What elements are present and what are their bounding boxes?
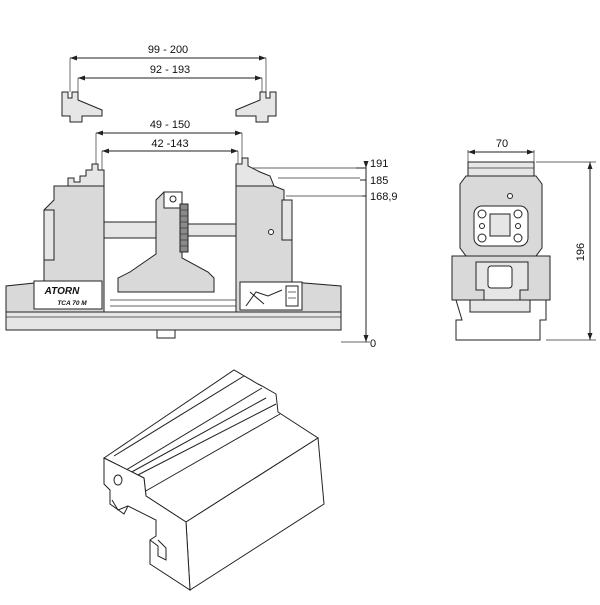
brand-name: ATORN [44,286,80,297]
side-view: 70 196 [451,138,596,341]
dim-outer-span: 99 - 200 [148,44,188,56]
dim-inner-span: 92 - 193 [150,64,190,76]
side-base-groove [469,299,531,313]
side-top-screw [507,193,513,199]
dim-height-185: 185 [370,175,388,187]
right-body-jaw [235,157,275,187]
brand-plate [33,280,103,310]
top-jaw-sketch: 99 - 200 92 - 193 [61,44,277,123]
front-view: 49 - 150 42 -143 [5,119,398,350]
model-name: TCA 70 M [57,300,87,307]
dim-side-height: 196 [575,243,587,261]
dim-side-width: 70 [496,138,508,150]
left-body-side [43,209,55,261]
dim-height-191: 191 [370,158,388,170]
side-slide-block [487,265,513,289]
side-square-drive [489,213,511,237]
dim-height-0: 0 [370,338,376,350]
left-body-jaw [67,163,105,187]
rail-front-face [103,457,191,591]
right-body-side [281,199,293,241]
spindle-right [187,223,237,237]
base-rail [5,311,342,331]
right-body [235,185,342,313]
left-jaw-piece [61,91,103,123]
center-cap-screw [169,195,177,203]
dim-jaw-outer-span: 49 - 150 [150,119,190,131]
base-foot [156,329,176,339]
side-jaw-plate [467,161,535,177]
dim-height-168: 168,9 [370,191,398,203]
rail-hole [113,474,123,486]
right-jaw-piece [235,91,277,123]
isometric-rail [103,369,325,591]
right-screw [268,229,274,235]
dim-jaw-inner-span: 42 -143 [151,138,188,150]
spindle-left [103,221,157,239]
